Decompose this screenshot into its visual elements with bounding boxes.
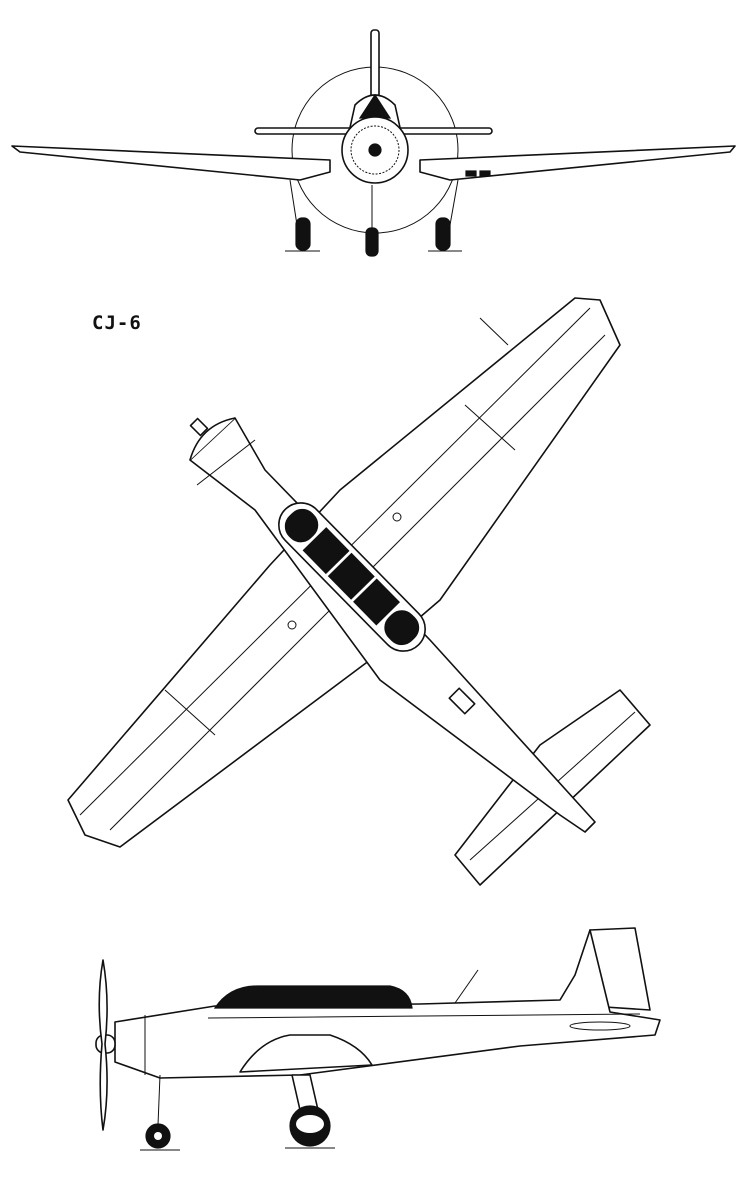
- wing-marking: [479, 170, 491, 177]
- left-wing-front: [11, 145, 331, 181]
- top-view: [67, 297, 651, 886]
- front-view: [11, 29, 736, 257]
- wing-panel-line: [464, 404, 516, 451]
- wing-marking: [465, 170, 477, 177]
- aircraft-designation-label: CJ-6: [92, 312, 142, 334]
- nose-wheel-front: [365, 227, 379, 257]
- left-wheel-front: [295, 217, 311, 251]
- right-wing-front: [419, 145, 736, 181]
- propeller-side: [98, 959, 108, 1131]
- right-gear-strut: [449, 179, 459, 226]
- canopy-top: [278, 502, 426, 652]
- main-wheel-hub: [296, 1115, 324, 1133]
- wing-root-side: [239, 1034, 373, 1073]
- tailplane-side: [569, 1021, 631, 1031]
- fuselage-hatch: [448, 687, 476, 715]
- canopy-panel: [384, 610, 420, 646]
- canopy-panel: [302, 527, 350, 575]
- cowling-top: [189, 417, 236, 461]
- right-wheel-front: [435, 217, 451, 251]
- canopy-side: [213, 985, 413, 1009]
- wing-fuel-cap: [287, 620, 297, 630]
- canopy-panel: [327, 552, 375, 600]
- canopy-panel: [353, 578, 401, 626]
- nose-wheel-hub: [154, 1132, 162, 1140]
- canopy-panel: [284, 508, 319, 543]
- antenna-top: [479, 317, 509, 346]
- propeller-hub: [368, 143, 382, 157]
- side-view: [95, 927, 661, 1151]
- cowling-line: [196, 439, 256, 486]
- antenna-side: [454, 969, 479, 1004]
- vertical-tail-front: [370, 29, 380, 101]
- wing-panel-line: [164, 689, 216, 736]
- left-gear-strut: [289, 179, 298, 226]
- nose-gear-strut-side: [157, 1074, 161, 1126]
- spinner-top: [189, 417, 209, 437]
- engine-cylinders: [350, 125, 400, 175]
- fuselage-line: [207, 1013, 641, 1019]
- wing-fuel-cap: [392, 512, 402, 522]
- fuselage-side: [114, 929, 661, 1079]
- main-gear-leg-side: [291, 1074, 319, 1111]
